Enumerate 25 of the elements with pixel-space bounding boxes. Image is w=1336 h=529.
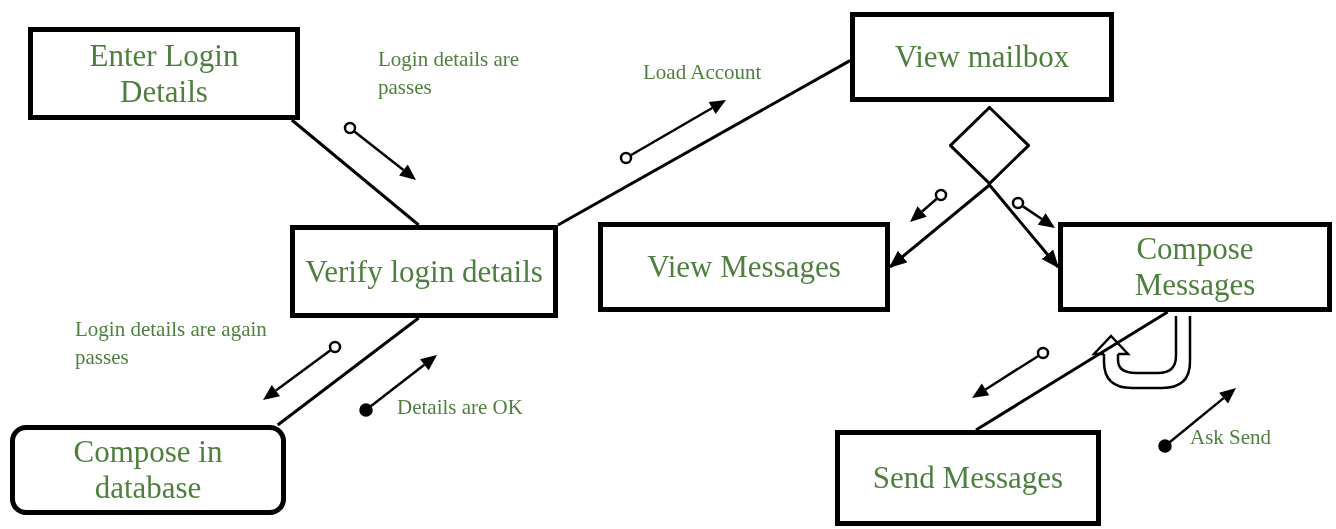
process-box: [290, 225, 558, 318]
node-label: Compose Messages: [1133, 231, 1257, 303]
connector-line: [276, 316, 420, 427]
data-label: Login details are again passes: [75, 316, 268, 372]
data-label: Login details are passes: [378, 46, 521, 102]
arrow: [988, 184, 1060, 269]
process-box: [835, 430, 1101, 526]
node-label: Send Messages: [872, 460, 1064, 496]
node-label: View Messages: [647, 249, 841, 285]
process-box: [598, 222, 890, 312]
process-box: [28, 27, 300, 120]
data-label: Ask Send: [1190, 424, 1273, 451]
process-box: [850, 12, 1114, 102]
process-box: [1058, 222, 1332, 312]
data-label: Details are OK: [397, 394, 524, 421]
arrow: [888, 183, 991, 269]
node-label: Verify login details: [305, 253, 543, 290]
node-label: Enter Login Details: [88, 37, 240, 110]
rounded-box: [10, 425, 286, 515]
connector-line: [975, 310, 1169, 432]
data-label: Load Account: [643, 59, 763, 86]
connector-line: [557, 59, 851, 227]
node-label: Compose in database: [72, 434, 224, 506]
node-label: View mailbox: [894, 39, 1070, 75]
connector-line: [290, 118, 420, 227]
